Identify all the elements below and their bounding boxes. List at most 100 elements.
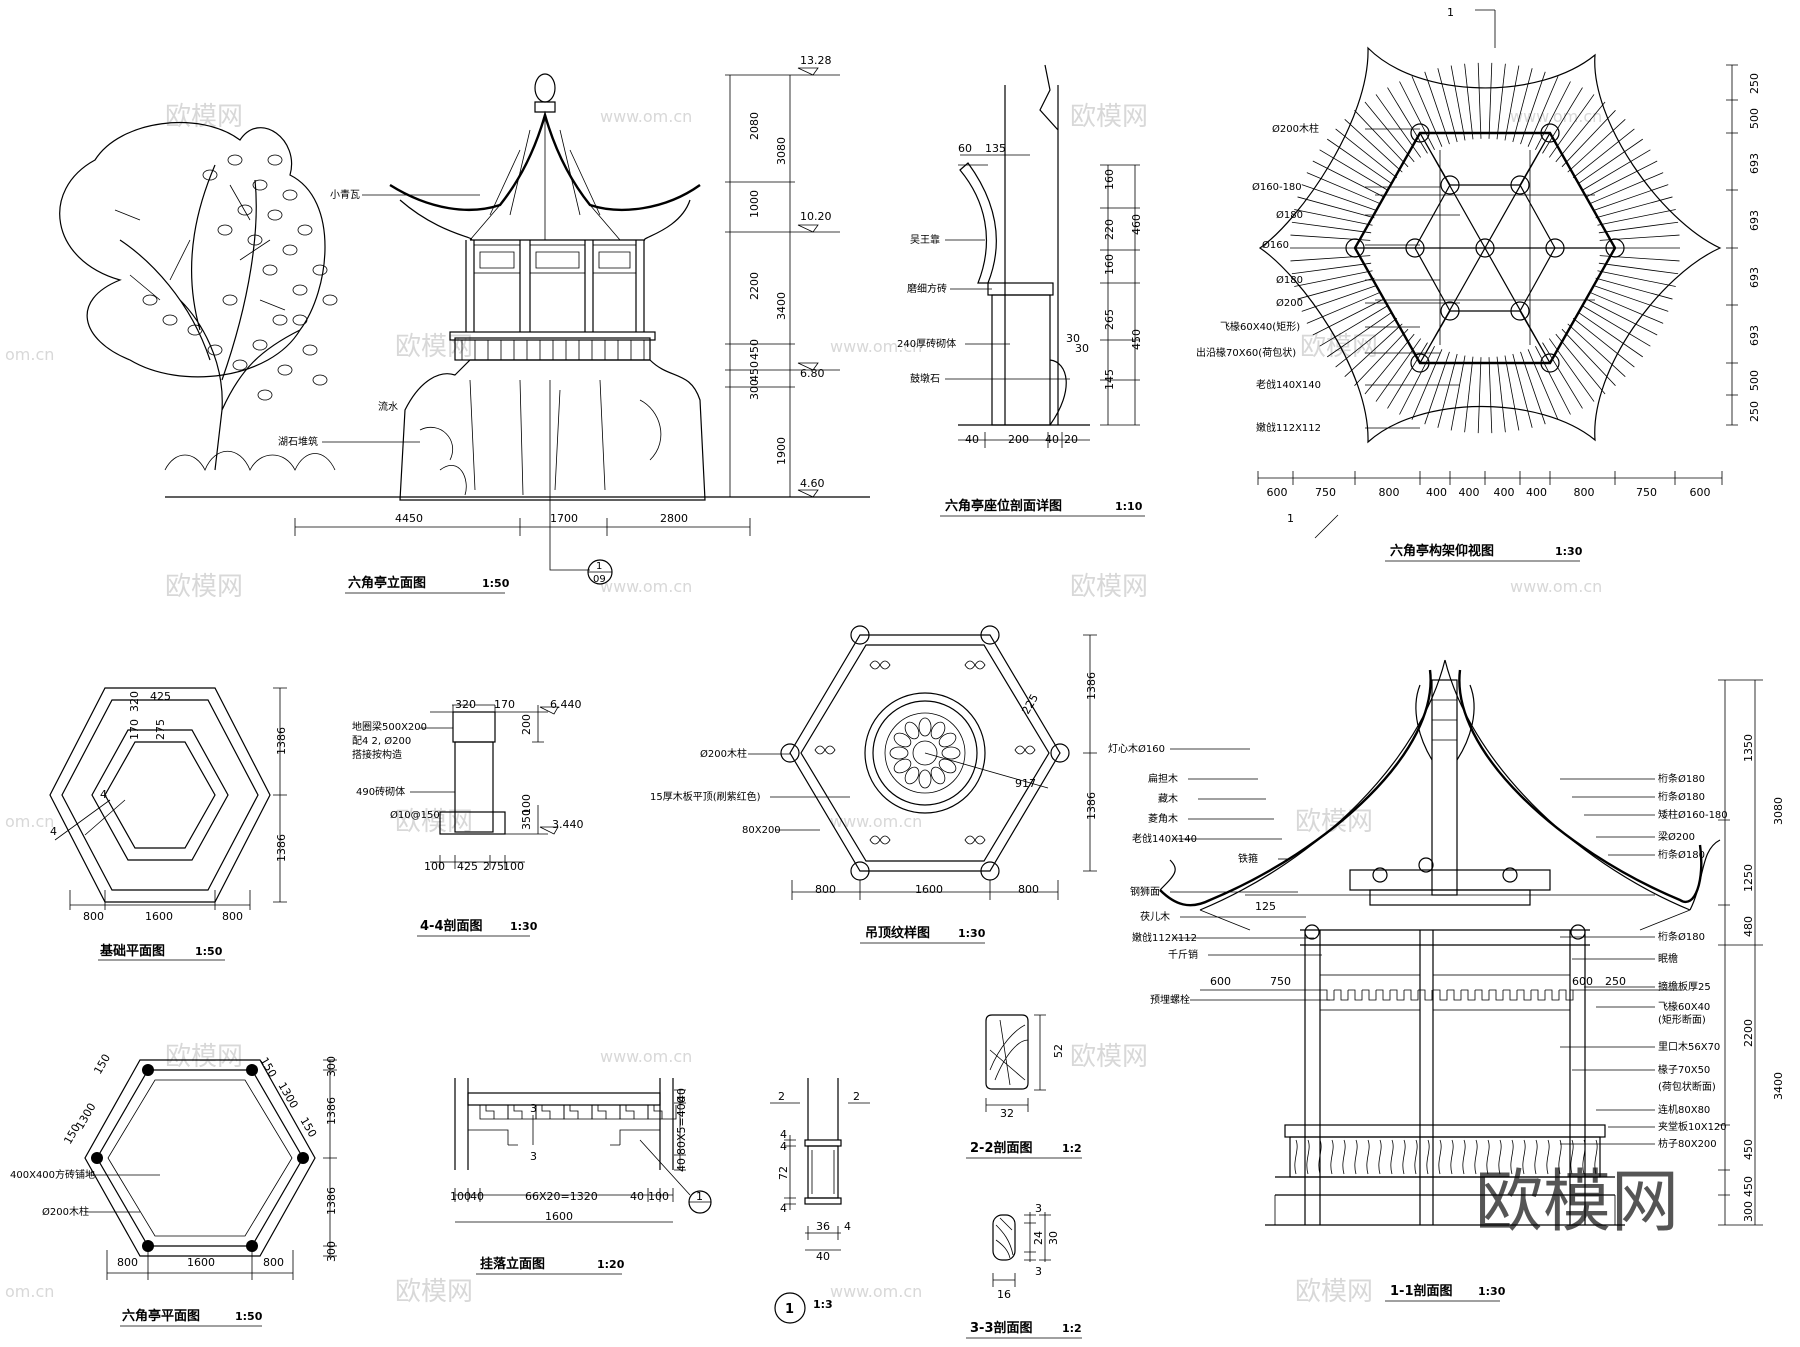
leaf <box>297 224 313 236</box>
watermark-url: www.om.cn <box>830 812 922 831</box>
dim-label: 275 <box>483 860 504 873</box>
dim-label: 800 <box>815 883 836 896</box>
dim-label: 800 <box>117 1256 138 1269</box>
dim-label: 1386 <box>275 834 288 862</box>
rafter-line <box>1344 323 1403 377</box>
rafter-line <box>1437 68 1458 143</box>
rosette-petal <box>938 758 957 774</box>
dim-label: 4 <box>780 1202 787 1215</box>
label: 预埋螺栓 <box>1150 993 1190 1006</box>
cut-mark: 2 <box>853 1090 860 1103</box>
drawing-scale: 1:30 <box>1555 545 1583 558</box>
rafter-line <box>1567 119 1626 173</box>
column-circle <box>1410 123 1430 143</box>
dim-label: 450 <box>748 361 761 382</box>
baluster <box>1450 1139 1454 1175</box>
label: 夹堂板10X120 <box>1658 1120 1727 1133</box>
cloud-motif <box>964 835 986 845</box>
rafter-line <box>1586 298 1658 336</box>
dim-label: 4 <box>844 1220 851 1233</box>
fret-line <box>1475 989 1490 1001</box>
dim-label: 600 <box>1210 975 1231 988</box>
watermark-text: 欧模网 <box>1295 807 1373 837</box>
rafter-line <box>1535 346 1571 415</box>
material-label: 15厚木板平顶(刷紫红色) <box>650 790 761 803</box>
baluster <box>1414 1139 1418 1175</box>
watermark-text: 欧模网 <box>395 332 473 362</box>
dim-label: 40 <box>816 1250 830 1263</box>
leaf <box>282 244 298 256</box>
rafter-line <box>1535 81 1571 150</box>
label: 飞椽60X40(矩形) <box>1220 320 1300 333</box>
rafter-line <box>1344 119 1403 173</box>
fret-line <box>479 1105 509 1120</box>
drawing-scale: 1:2 <box>1062 1322 1082 1335</box>
baluster <box>1534 1139 1538 1175</box>
rafter-line <box>1477 62 1482 139</box>
dim-label: 1600 <box>915 883 943 896</box>
dim-label: 2200 <box>748 272 761 300</box>
drawing-title: 六角亭平面图 <box>122 1308 200 1324</box>
label: Ø200木柱 <box>1272 122 1319 135</box>
cloud-motif <box>869 835 891 845</box>
column-circle <box>1440 301 1460 321</box>
rosette-petal <box>893 732 912 748</box>
drawing-scale: 1:2 <box>1062 1142 1082 1155</box>
elev-label: 4.60 <box>800 477 825 490</box>
leaf <box>202 169 218 181</box>
dim-label: 300 <box>325 1241 338 1262</box>
baluster <box>1558 1139 1562 1175</box>
drawing-scale: 1:50 <box>482 577 510 590</box>
rosette-petal <box>889 746 909 760</box>
cut-mark: 2 <box>778 1090 785 1103</box>
rafter-line <box>1464 63 1474 140</box>
fret-line <box>1517 989 1532 1001</box>
leaf <box>262 264 278 276</box>
leaf <box>217 224 233 236</box>
dim-label: 275 <box>154 719 167 740</box>
dim-label: 800 <box>1018 883 1039 896</box>
material-label: 小青瓦 <box>330 188 360 201</box>
leaf <box>252 179 268 191</box>
tree-leaves <box>142 154 338 401</box>
rafter-line <box>1488 357 1493 434</box>
material-label: 地圈梁500X200 <box>352 720 427 733</box>
rafter-line <box>1561 110 1616 168</box>
leaf <box>282 189 298 201</box>
rafter-line <box>1586 160 1658 198</box>
dim-label: 100 <box>520 794 533 815</box>
baluster <box>1402 1139 1406 1175</box>
label: 老戗140X140 <box>1132 832 1197 845</box>
baluster <box>1462 1139 1466 1175</box>
dim-label: 320 <box>455 698 476 711</box>
dim-label: 100 <box>503 860 524 873</box>
baluster <box>1330 1139 1334 1175</box>
dim-label: 100 <box>648 1190 669 1203</box>
label: 矮柱Ø160-180 <box>1658 808 1728 821</box>
drawing-title: 基础平面图 <box>99 943 165 959</box>
fret-line <box>1503 989 1518 1001</box>
watermark-url: www.om.cn <box>600 577 692 596</box>
logo-watermark: 欧模网 <box>1475 1163 1679 1242</box>
rafter-line <box>1327 311 1393 358</box>
label: 铁箍 <box>1238 852 1258 865</box>
watermark-url: www.om.cn <box>600 1047 692 1066</box>
label: 1350 <box>1742 734 1755 762</box>
label: 灯心木Ø160 <box>1108 743 1165 755</box>
elev-label: 6.440 <box>550 698 582 711</box>
balustrade <box>1294 1139 1598 1175</box>
rafter-line <box>1312 160 1384 198</box>
rafter-line <box>1335 128 1398 179</box>
rosette-petal <box>930 721 946 740</box>
dim-label: 200 <box>520 714 533 735</box>
dim-label: 30 <box>1066 332 1080 345</box>
leaf <box>187 324 203 336</box>
label: 400 <box>1426 486 1447 499</box>
label: 2200 <box>1742 1019 1755 1047</box>
rafter-line <box>1561 328 1616 386</box>
label: Ø200 <box>1276 297 1303 309</box>
fret-line <box>1320 989 1335 1001</box>
drawing-title: 六角亭构架仰视图 <box>1390 543 1494 559</box>
